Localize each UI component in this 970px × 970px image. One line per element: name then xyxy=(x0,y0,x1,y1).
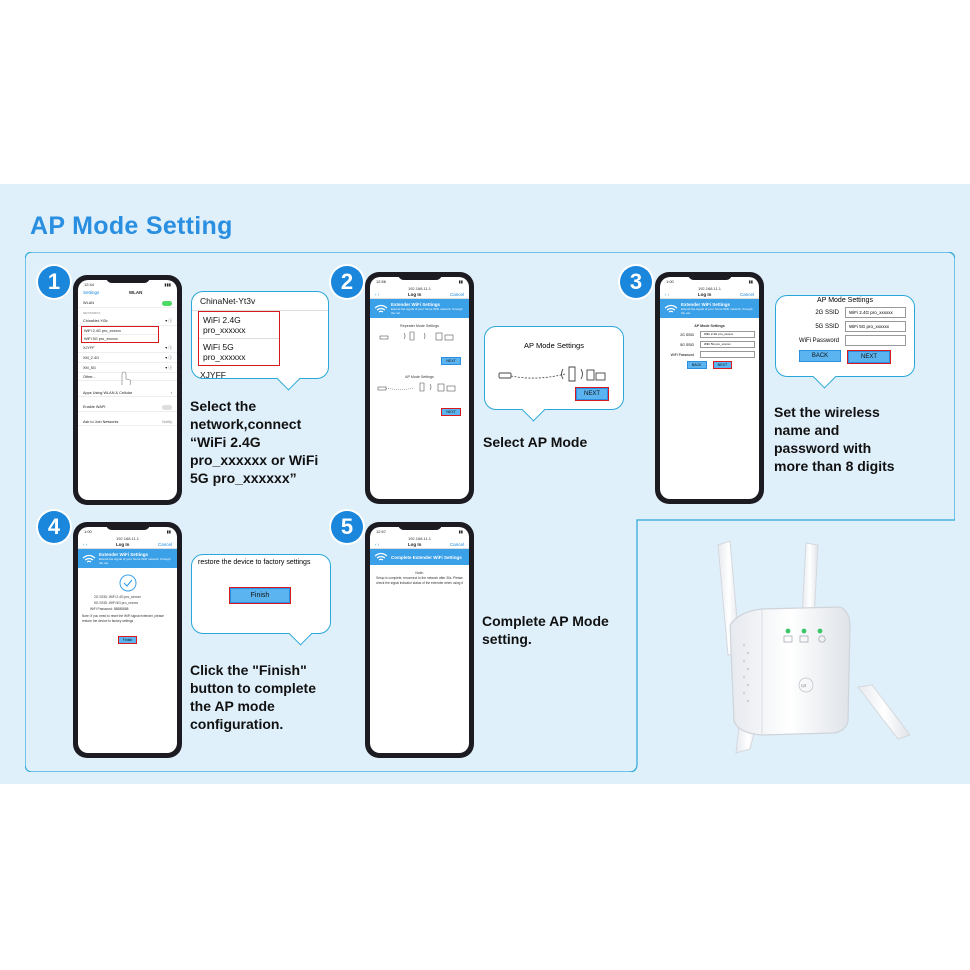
callout-ap-diagram xyxy=(498,366,606,382)
wifi-icon xyxy=(664,304,678,312)
callout-finish-button[interactable]: Finish xyxy=(230,588,290,603)
network-row[interactable]: WiFi 2.4G pro_xxxxxx xyxy=(82,327,158,335)
network-row[interactable]: XM_5G▾ ⓘ xyxy=(78,363,177,373)
wifi-icon xyxy=(374,552,388,561)
wlan-toggle[interactable] xyxy=(162,300,172,306)
cancel-link[interactable]: Cancel xyxy=(449,542,464,547)
network-row[interactable]: XJYFF▾ ⓘ xyxy=(78,343,177,353)
callout-restore-text: restore the device to factory settings xyxy=(198,559,311,566)
network-highlight-box: WiFi 2.4G pro_xxxxxx WiFi 5G pro_xxxxxx xyxy=(81,326,159,343)
ssid2-input[interactable]: WiFi 2.4G pro_xxxxxx xyxy=(700,331,755,338)
wlan-settings-screen: 12:44▮▮▮ Settings WLAN WLAN NETWORKS Chi… xyxy=(78,280,177,500)
step-1-callout: ChinaNet-Yt3v WiFi 2.4G pro_xxxxxx WiFi … xyxy=(191,291,329,391)
ssid5-input[interactable]: WiFi 5G pro_xxxxxx xyxy=(700,341,755,348)
step-2-caption: Select AP Mode xyxy=(483,434,588,450)
wifi-icon xyxy=(374,304,388,312)
repeater-mode-title: Repeater Mode Settings xyxy=(400,324,439,328)
url-bar: 192.168.11.1 xyxy=(407,286,432,291)
finish-button[interactable]: Finish xyxy=(117,636,138,644)
wifi-icon xyxy=(82,554,96,562)
callout-next-button[interactable]: NEXT xyxy=(848,351,890,363)
callout-network: WiFi 5G pro_xxxxxx xyxy=(203,342,246,362)
callout-ssid2-input[interactable]: WiFi 2.4G pro_xxxxxx xyxy=(845,307,906,318)
product-brand-text: rpt xyxy=(801,683,807,688)
step-1-phone: 12:44▮▮▮ Settings WLAN WLAN NETWORKS Chi… xyxy=(73,275,182,505)
network-row[interactable]: ChinaNet-Yt3v▾ ⓘ xyxy=(78,316,177,326)
enable-wapi-row[interactable]: Enable WAPI xyxy=(78,403,177,412)
page-title: AP Mode Setting xyxy=(30,212,233,240)
step-2-badge: 2 xyxy=(331,266,363,298)
step-4-callout: restore the device to factory settings F… xyxy=(191,554,331,646)
back-link[interactable]: Settings xyxy=(83,290,100,295)
reset-note: Note: If you need to reset the WiFi sign… xyxy=(82,614,164,623)
repeater-next-button[interactable]: NEXT xyxy=(441,357,461,365)
apps-using-wlan-row[interactable]: Apps Using WLAN & Cellular› xyxy=(78,389,177,397)
callout-back-button[interactable]: BACK xyxy=(799,350,841,362)
cancel-link[interactable]: Cancel xyxy=(739,292,754,297)
step-4-badge: 4 xyxy=(38,511,70,543)
screen-header: WLAN xyxy=(128,290,143,295)
callout-ssid5-input[interactable]: WiFi 5G pro_xxxxxx xyxy=(845,321,906,332)
finger-icon xyxy=(121,371,131,386)
complete-note: Setup is complete, reconnect to the netw… xyxy=(376,576,463,585)
step-5-badge: 5 xyxy=(331,511,363,543)
callout-next-box: NEXT xyxy=(575,387,609,401)
callout-highlight-box: WiFi 2.4G pro_xxxxxx WiFi 5G pro_xxxxxx xyxy=(198,311,280,366)
next-button[interactable]: NEXT xyxy=(712,361,733,369)
network-row[interactable]: WiFi 5G pro_xxxxxx xyxy=(84,336,118,341)
wifi-extender-product-image: rpt xyxy=(717,540,911,754)
repeater-diagram xyxy=(379,331,454,341)
complete-banner: Complete Extender WiFi Settings xyxy=(370,549,469,565)
network-row[interactable]: XM_2.4G▾ ⓘ xyxy=(78,353,177,363)
step-1-badge: 1 xyxy=(38,266,70,298)
wlan-label: WLAN xyxy=(83,301,94,305)
ap-diagram xyxy=(377,382,456,392)
callout-ap-title: AP Mode Settings xyxy=(524,341,584,350)
callout-network: ChinaNet-Yt3v xyxy=(192,292,328,311)
step-2-callout: AP Mode Settings NEXT xyxy=(484,326,624,422)
cancel-link[interactable]: Cancel xyxy=(449,292,464,297)
callout-network: XJYFF xyxy=(200,370,226,380)
password-input[interactable] xyxy=(700,351,755,358)
callout-password-input[interactable] xyxy=(845,335,906,346)
ap-mode-title: AP Mode Settings xyxy=(405,375,434,379)
callout-form-title: AP Mode Settings xyxy=(817,297,873,304)
callout-network: WiFi 2.4G pro_xxxxxx xyxy=(199,312,279,339)
networks-label: NETWORKS xyxy=(83,311,101,315)
callout-next-button[interactable]: NEXT xyxy=(576,388,608,400)
step-3-badge: 3 xyxy=(620,266,652,298)
back-button[interactable]: BACK xyxy=(686,361,707,369)
cancel-link[interactable]: Cancel xyxy=(157,542,172,547)
ap-next-button[interactable]: NEXT xyxy=(441,408,461,416)
status-time: 12:44 xyxy=(84,282,95,287)
success-check-icon xyxy=(119,574,136,592)
